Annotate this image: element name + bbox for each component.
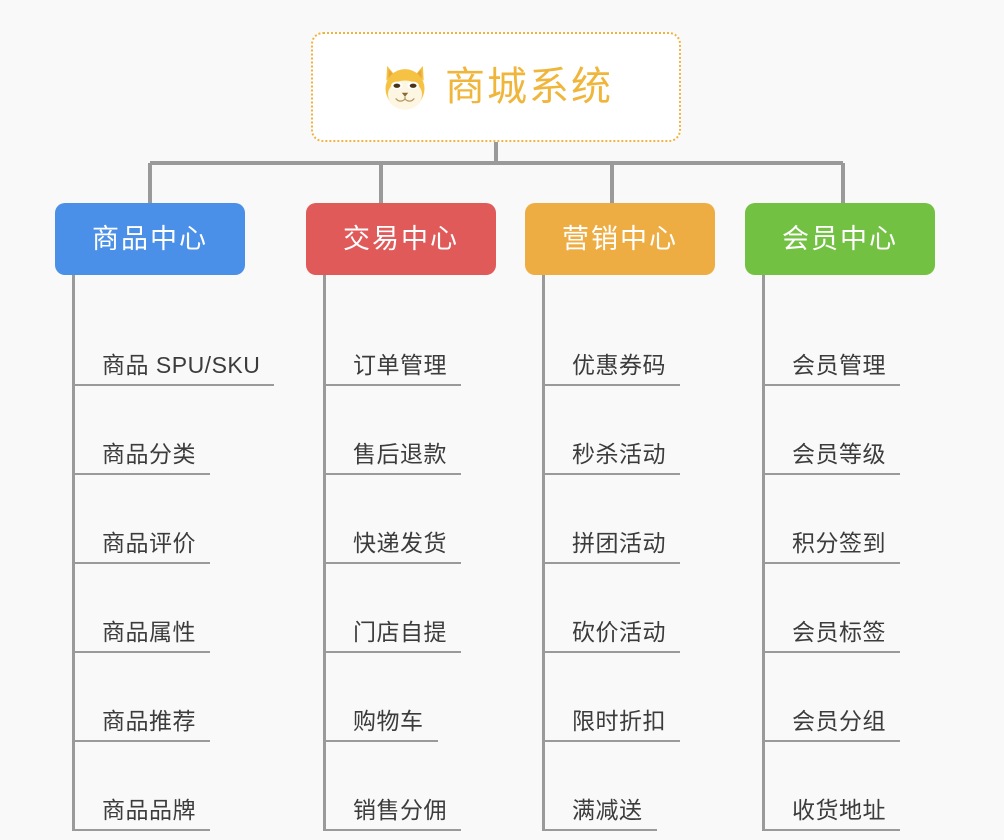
leaf-item[interactable]: 商品推荐 [55, 653, 245, 742]
category-label: 营销中心 [562, 223, 678, 254]
leaf-label: 商品 SPU/SKU [102, 351, 261, 378]
leaf-item[interactable]: 商品品牌 [55, 742, 245, 831]
leaf-label: 销售分佣 [353, 796, 447, 823]
branch-member-center: 会员中心 会员管理 会员等级 积分签到 会员标签 会员分组 收货地址 [745, 203, 935, 831]
category-header-member-center[interactable]: 会员中心 [745, 203, 935, 275]
leaf-item[interactable]: 秒杀活动 [525, 386, 715, 475]
leaf-label: 拼团活动 [572, 529, 666, 556]
leaf-item[interactable]: 拼团活动 [525, 475, 715, 564]
root-node-title: 商城系统 [445, 65, 613, 109]
branch-stem [542, 275, 545, 831]
leaf-item[interactable]: 积分签到 [745, 475, 935, 564]
leaf-item[interactable]: 快递发货 [306, 475, 496, 564]
branch-stem [323, 275, 326, 831]
branch-marketing-center: 营销中心 优惠券码 秒杀活动 拼团活动 砍价活动 限时折扣 满减送 [525, 203, 715, 831]
leaf-item[interactable]: 商品评价 [55, 475, 245, 564]
leaf-item[interactable]: 会员分组 [745, 653, 935, 742]
leaf-item[interactable]: 门店自提 [306, 564, 496, 653]
root-node-mall-system[interactable]: 商城系统 [311, 32, 681, 142]
leaf-list-product-center: 商品 SPU/SKU 商品分类 商品评价 商品属性 商品推荐 商品品牌 [55, 275, 275, 831]
leaf-item[interactable]: 销售分佣 [306, 742, 496, 831]
leaf-label: 会员分组 [792, 707, 886, 734]
leaf-label: 砍价活动 [572, 618, 666, 645]
leaf-label: 商品分类 [102, 440, 196, 467]
leaf-item[interactable]: 收货地址 [745, 742, 935, 831]
category-header-trade-center[interactable]: 交易中心 [306, 203, 496, 275]
leaf-item[interactable]: 满减送 [525, 742, 715, 831]
leaf-label: 限时折扣 [572, 707, 666, 734]
category-label: 会员中心 [782, 223, 898, 254]
leaf-label: 购物车 [353, 707, 424, 734]
category-label: 交易中心 [343, 223, 459, 254]
leaf-label: 商品属性 [102, 618, 196, 645]
leaf-label: 门店自提 [353, 618, 447, 645]
category-label: 商品中心 [92, 223, 208, 254]
leaf-list-trade-center: 订单管理 售后退款 快递发货 门店自提 购物车 销售分佣 [306, 275, 496, 831]
leaf-item[interactable]: 限时折扣 [525, 653, 715, 742]
leaf-item[interactable]: 会员等级 [745, 386, 935, 475]
leaf-label: 快递发货 [353, 529, 447, 556]
branch-stem [72, 275, 75, 831]
leaf-label: 收货地址 [792, 796, 886, 823]
leaf-item[interactable]: 优惠券码 [525, 297, 715, 386]
leaf-list-member-center: 会员管理 会员等级 积分签到 会员标签 会员分组 收货地址 [745, 275, 935, 831]
leaf-item[interactable]: 订单管理 [306, 297, 496, 386]
leaf-label: 商品品牌 [102, 796, 196, 823]
leaf-item[interactable]: 商品属性 [55, 564, 245, 653]
leaf-label: 售后退款 [353, 440, 447, 467]
branch-stem [762, 275, 765, 831]
leaf-item[interactable]: 购物车 [306, 653, 496, 742]
leaf-item[interactable]: 商品分类 [55, 386, 245, 475]
leaf-item[interactable]: 砍价活动 [525, 564, 715, 653]
leaf-label: 订单管理 [353, 351, 447, 378]
leaf-label: 会员等级 [792, 440, 886, 467]
branch-product-center: 商品中心 商品 SPU/SKU 商品分类 商品评价 商品属性 商品推荐 商品品牌 [55, 203, 275, 831]
leaf-label: 商品推荐 [102, 707, 196, 734]
leaf-label: 秒杀活动 [572, 440, 666, 467]
leaf-item[interactable]: 会员管理 [745, 297, 935, 386]
leaf-label: 优惠券码 [572, 351, 666, 378]
branch-trade-center: 交易中心 订单管理 售后退款 快递发货 门店自提 购物车 销售分佣 [306, 203, 496, 831]
leaf-label: 会员管理 [792, 351, 886, 378]
leaf-item[interactable]: 会员标签 [745, 564, 935, 653]
leaf-label: 会员标签 [792, 618, 886, 645]
leaf-label: 满减送 [572, 796, 643, 823]
leaf-item[interactable]: 商品 SPU/SKU [55, 297, 275, 386]
leaf-label: 积分签到 [792, 529, 886, 556]
category-header-marketing-center[interactable]: 营销中心 [525, 203, 715, 275]
category-header-product-center[interactable]: 商品中心 [55, 203, 245, 275]
leaf-item[interactable]: 售后退款 [306, 386, 496, 475]
leaf-label: 商品评价 [102, 529, 196, 556]
shiba-dog-icon [385, 65, 425, 110]
leaf-list-marketing-center: 优惠券码 秒杀活动 拼团活动 砍价活动 限时折扣 满减送 [525, 275, 715, 831]
